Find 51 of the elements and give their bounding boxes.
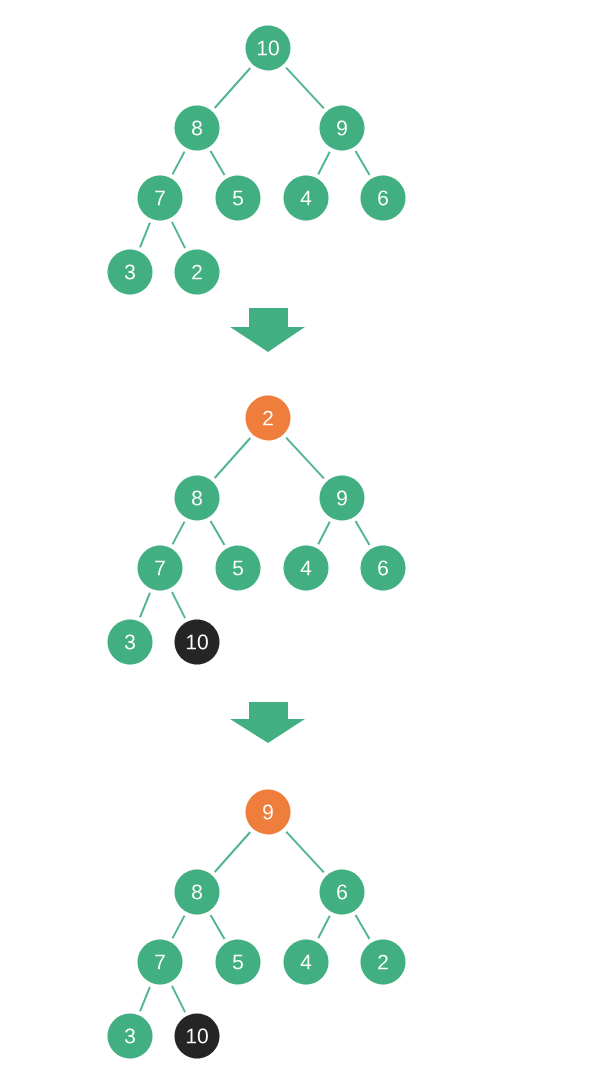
connector-line: [139, 985, 151, 1013]
tree-node: 2: [174, 249, 220, 295]
connector-line: [171, 150, 186, 176]
connector-line: [213, 436, 252, 480]
tree-node: 8: [174, 869, 220, 915]
tree-node: 7: [137, 545, 183, 591]
connector-line: [171, 914, 186, 940]
connector-line: [317, 520, 331, 546]
tree-node: 9: [245, 789, 291, 835]
connector-line: [170, 220, 187, 250]
tree-node: 10: [245, 25, 291, 71]
connector-line: [354, 520, 371, 546]
tree-node: 2: [360, 939, 406, 985]
tree-node: 6: [319, 869, 365, 915]
tree-node: 4: [283, 545, 329, 591]
connector-line: [209, 150, 226, 176]
connector-line: [285, 66, 325, 110]
tree-node: 5: [215, 175, 261, 221]
connector-line: [139, 591, 151, 619]
connector-line: [171, 520, 186, 546]
connector-line: [209, 520, 226, 546]
tree-node: 10: [174, 1013, 220, 1059]
connector-line: [213, 830, 252, 874]
tree-node: 6: [360, 545, 406, 591]
connector-line: [209, 914, 226, 940]
tree-node: 2: [245, 395, 291, 441]
connector-line: [170, 984, 187, 1014]
connector-line: [317, 150, 331, 176]
connector-line: [354, 150, 371, 176]
connector-line: [139, 221, 151, 249]
tree-node: 3: [107, 1013, 153, 1059]
tree-node: 10: [174, 619, 220, 665]
tree-node: 3: [107, 249, 153, 295]
tree-node: 4: [283, 939, 329, 985]
tree-node: 4: [283, 175, 329, 221]
connector-line: [317, 914, 331, 940]
tree-node: 9: [319, 475, 365, 521]
connector-line: [285, 830, 325, 874]
tree-node: 3: [107, 619, 153, 665]
connector-line: [354, 914, 371, 940]
tree-node: 7: [137, 175, 183, 221]
connector-line: [285, 436, 325, 480]
tree-node: 7: [137, 939, 183, 985]
tree-node: 6: [360, 175, 406, 221]
tree-node: 5: [215, 939, 261, 985]
tree-node: 5: [215, 545, 261, 591]
connector-line: [170, 590, 187, 620]
connector-line: [213, 66, 252, 110]
tree-node: 8: [174, 105, 220, 151]
tree-node: 9: [319, 105, 365, 151]
tree-node: 8: [174, 475, 220, 521]
